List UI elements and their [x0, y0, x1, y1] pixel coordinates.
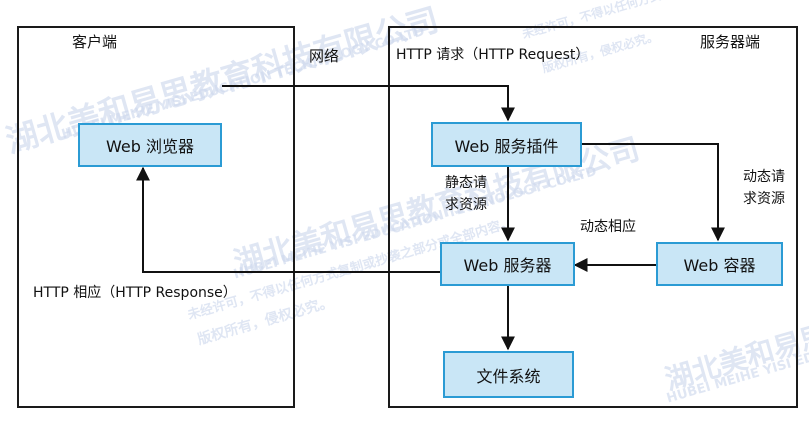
web-server-node: Web 服务器 [440, 242, 575, 286]
http-request-arrow [222, 85, 515, 122]
file-system-node: 文件系统 [443, 351, 574, 398]
web-service-plugin-node: Web 服务插件 [431, 122, 582, 167]
server-region [388, 26, 798, 408]
network-label: 网络 [309, 47, 340, 65]
static-request-label: 静态请求资源 [445, 175, 487, 213]
server-region-title: 服务器端 [700, 33, 761, 51]
dynamic-response-label: 动态相应 [580, 219, 636, 235]
web-browser-node: Web 浏览器 [78, 123, 222, 167]
client-region [17, 26, 295, 408]
client-region-title: 客户端 [72, 33, 118, 51]
dynamic-request-label: 动态请求资源 [743, 169, 785, 207]
http-response-arrow [136, 166, 440, 273]
http-response-label: HTTP 相应（HTTP Response） [33, 285, 237, 301]
plugin-to-container-arrow [582, 143, 725, 242]
web-container-node: Web 容器 [656, 242, 783, 286]
http-request-label: HTTP 请求（HTTP Request） [396, 47, 590, 63]
